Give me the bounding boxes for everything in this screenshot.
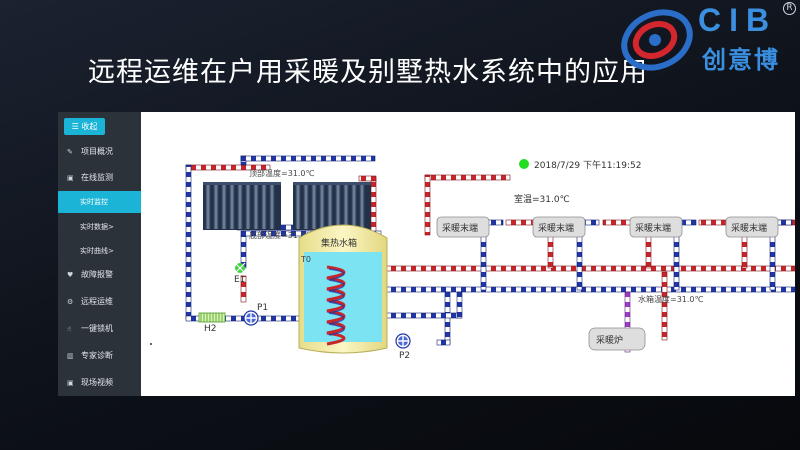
dot-marker	[150, 343, 152, 345]
boiler-return-pipe	[661, 271, 668, 341]
heating-system-diagram: 顶部温度=31.0℃ 底部温度=31.0℃ 集热水箱 T0 2018/7/29 …	[150, 155, 795, 361]
tank-temp-label: 水箱温度=31.0℃	[638, 294, 704, 304]
heating-terminal-2[interactable]: 采暖末端	[532, 216, 586, 238]
pump-p2-icon[interactable]	[395, 333, 411, 349]
bar-chart-icon: ▥	[67, 352, 74, 360]
logo-cn-text: 创意博	[702, 46, 780, 74]
brand-logo	[612, 0, 800, 80]
solar-collector-right	[293, 182, 371, 230]
timestamp: 2018/7/29 下午11:19:52	[534, 159, 641, 171]
heating-terminal-4[interactable]: 采暖末端	[725, 216, 779, 238]
sidebar-item-remote-ops[interactable]: ⚙远程运维	[58, 291, 141, 313]
pump-p1-label: P1	[257, 303, 268, 313]
sidebar: ☰ 收起 ✎项目概况 ▣在线监测 实时监控 实时数据> 实时曲线> ♥故障报警 …	[58, 112, 141, 396]
tank-sensor-label: T0	[300, 255, 311, 264]
collapse-button[interactable]: ☰ 收起	[64, 118, 105, 135]
svg-text:采暖末端: 采暖末端	[442, 222, 478, 234]
sidebar-item-monitoring[interactable]: ▣在线监测	[58, 167, 141, 189]
status-indicator	[519, 159, 529, 169]
svg-text:采暖炉: 采暖炉	[596, 334, 623, 346]
image-icon: ▣	[67, 379, 74, 387]
heater-h2-label: H2	[204, 324, 217, 334]
top-temp-label: 顶部温度=31.0℃	[249, 168, 315, 178]
storage-tank	[298, 224, 388, 354]
logo-swoosh-icon	[621, 9, 693, 71]
sidebar-item-video[interactable]: ▣现场视频	[58, 372, 141, 394]
tank-label: 集热水箱	[321, 237, 357, 249]
sidebar-subitem-realtime-monitor[interactable]: 实时监控	[58, 191, 141, 213]
boiler-supply-pipe	[624, 291, 631, 353]
heater-h2-icon[interactable]	[198, 312, 226, 323]
svg-text:采暖末端: 采暖末端	[731, 222, 767, 234]
sidebar-item-overview[interactable]: ✎项目概况	[58, 141, 141, 163]
heart-icon: ♥	[67, 271, 74, 279]
valve-e1-label: E1	[234, 275, 245, 285]
valve-e1-icon[interactable]	[234, 262, 246, 274]
sidebar-item-diagnosis[interactable]: ▥专家诊断	[58, 345, 141, 367]
sidebar-item-alarm[interactable]: ♥故障报警	[58, 264, 141, 286]
pump-p1-icon[interactable]	[243, 310, 259, 326]
monitor-app: ☰ 收起 ✎项目概况 ▣在线监测 实时监控 实时数据> 实时曲线> ♥故障报警 …	[58, 112, 795, 396]
heating-terminal-3[interactable]: 采暖末端	[629, 216, 683, 238]
logo-brand-text: CIB	[698, 2, 778, 38]
slide-title: 远程运维在户用采暖及别墅热水系统中的应用	[88, 57, 648, 88]
svg-text:采暖末端: 采暖末端	[635, 222, 671, 234]
system-diagram-panel: 顶部温度=31.0℃ 底部温度=31.0℃ 集热水箱 T0 2018/7/29 …	[141, 112, 795, 396]
edit-icon: ✎	[67, 148, 73, 156]
sidebar-subitem-realtime-data[interactable]: 实时数据>	[80, 223, 114, 231]
registered-mark: R	[783, 2, 796, 15]
sidebar-item-lock[interactable]: ☝一键锁机	[58, 318, 141, 340]
image-icon: ▣	[67, 174, 74, 182]
pump-p2-label: P2	[399, 351, 410, 361]
heating-boiler[interactable]: 采暖炉	[588, 327, 646, 351]
svg-text:采暖末端: 采暖末端	[538, 222, 574, 234]
share-icon: ⚙	[67, 298, 74, 306]
bottom-temp-label: 底部温度=31.0℃	[249, 230, 315, 240]
room-temp: 室温=31.0℃	[514, 193, 570, 205]
hand-icon: ☝	[67, 325, 72, 333]
solar-collector-left	[203, 182, 281, 230]
heating-terminal-1[interactable]: 采暖末端	[436, 216, 490, 238]
sidebar-subitem-realtime-curve[interactable]: 实时曲线>	[80, 247, 114, 255]
